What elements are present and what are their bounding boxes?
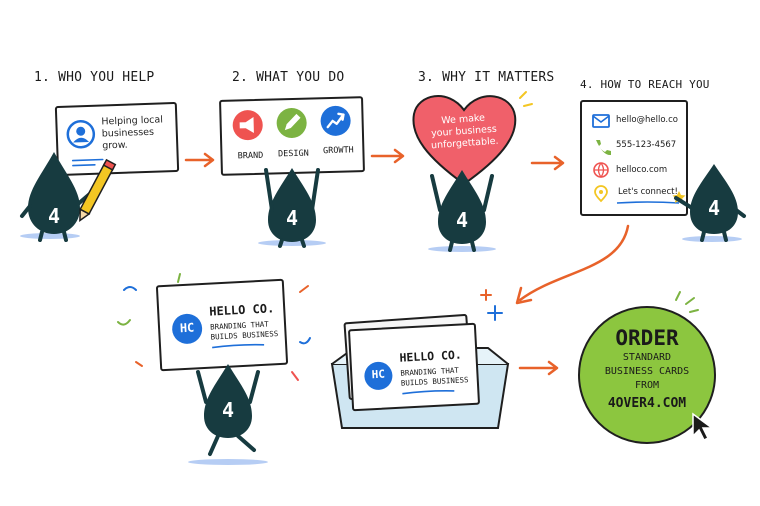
business-card-held: HC HELLO CO. BRANDING THAT BUILDS BUSINE…	[155, 278, 289, 372]
step-1-title: 1. WHO YOU HELP	[34, 70, 155, 85]
order-line-4: FROM	[634, 380, 660, 391]
heart-icon	[412, 95, 517, 186]
mascot-1-label: 4	[47, 204, 61, 228]
cursor-pointer-icon	[692, 412, 715, 442]
order-line-5: 4OVER4.COM	[607, 396, 687, 411]
tagline-underline	[212, 343, 265, 349]
business-name-2: HELLO CO.	[399, 347, 463, 365]
hc-monogram-2: HC	[371, 367, 386, 382]
order-badge[interactable]: ORDER STANDARD BUSINESS CARDS FROM 4OVER…	[578, 306, 716, 444]
mascot-5-label: 4	[221, 398, 235, 422]
arrow-2-to-3	[370, 148, 405, 164]
phone-icon	[596, 140, 611, 156]
mascot-step-5	[196, 364, 260, 456]
order-line-1: ORDER	[615, 326, 679, 350]
user-profile-icon	[66, 120, 96, 149]
tagline-line-2b: BUILDS BUSINESS	[400, 375, 469, 388]
business-name: HELLO CO.	[208, 301, 275, 319]
order-line-3: BUSINESS CARDS	[604, 366, 690, 377]
what-you-do-card: BRAND DESIGN GROWTH	[219, 96, 365, 176]
pencil-prop	[79, 158, 117, 222]
mascot-step-1	[20, 152, 117, 242]
globe-icon	[593, 162, 609, 179]
pencil-icon	[276, 108, 307, 139]
arrow-3-to-4	[530, 155, 565, 171]
contact-web: helloco.com	[616, 165, 668, 175]
cta-underline	[616, 201, 680, 204]
tagline-underline-2	[402, 390, 455, 395]
order-line-2: STANDARD	[622, 352, 672, 363]
mascot-4-label: 4	[707, 196, 721, 220]
business-card-stack: HC HELLO CO. BRANDING THAT BUILDS BUSINE…	[347, 322, 481, 412]
contact-card: hello@hello.co 555-123-4567 helloco.com …	[580, 100, 688, 216]
mascot-step-2	[264, 168, 320, 248]
arrow-1-to-2	[184, 152, 215, 168]
step-2-title: 2. WHAT YOU DO	[232, 70, 345, 85]
mascot-step-4	[674, 164, 746, 242]
who-you-help-card: Helping local businesses grow.	[54, 101, 180, 177]
contact-email: hello@hello.co	[616, 115, 679, 125]
step-3-title: 3. WHY IT MATTERS	[418, 70, 555, 85]
scribble-lines	[71, 158, 104, 167]
service-growth: GROWTH	[322, 145, 354, 157]
growth-chart-icon	[320, 105, 351, 136]
hc-monogram: HC	[179, 320, 195, 336]
tagline-line-2: BUILDS BUSINESS	[210, 329, 279, 342]
contact-phone: 555-123-4567	[616, 140, 677, 150]
mascot-2-label: 4	[285, 206, 299, 230]
mascot-3-label: 4	[455, 208, 469, 232]
arrow-box-to-order	[518, 360, 559, 376]
arrow-4-to-box	[515, 224, 630, 305]
card-line-2: businesses	[101, 126, 155, 140]
contact-cta: Let's connect!	[618, 187, 678, 197]
megaphone-icon	[232, 110, 263, 141]
location-pin-icon	[594, 185, 608, 203]
hc-logo-icon	[172, 313, 203, 344]
step-4-title: 4. HOW TO REACH YOU	[580, 78, 710, 91]
email-icon	[592, 114, 610, 128]
hc-logo-icon-2	[364, 361, 393, 390]
mascot-step-3	[430, 170, 494, 252]
service-design: DESIGN	[277, 148, 309, 160]
